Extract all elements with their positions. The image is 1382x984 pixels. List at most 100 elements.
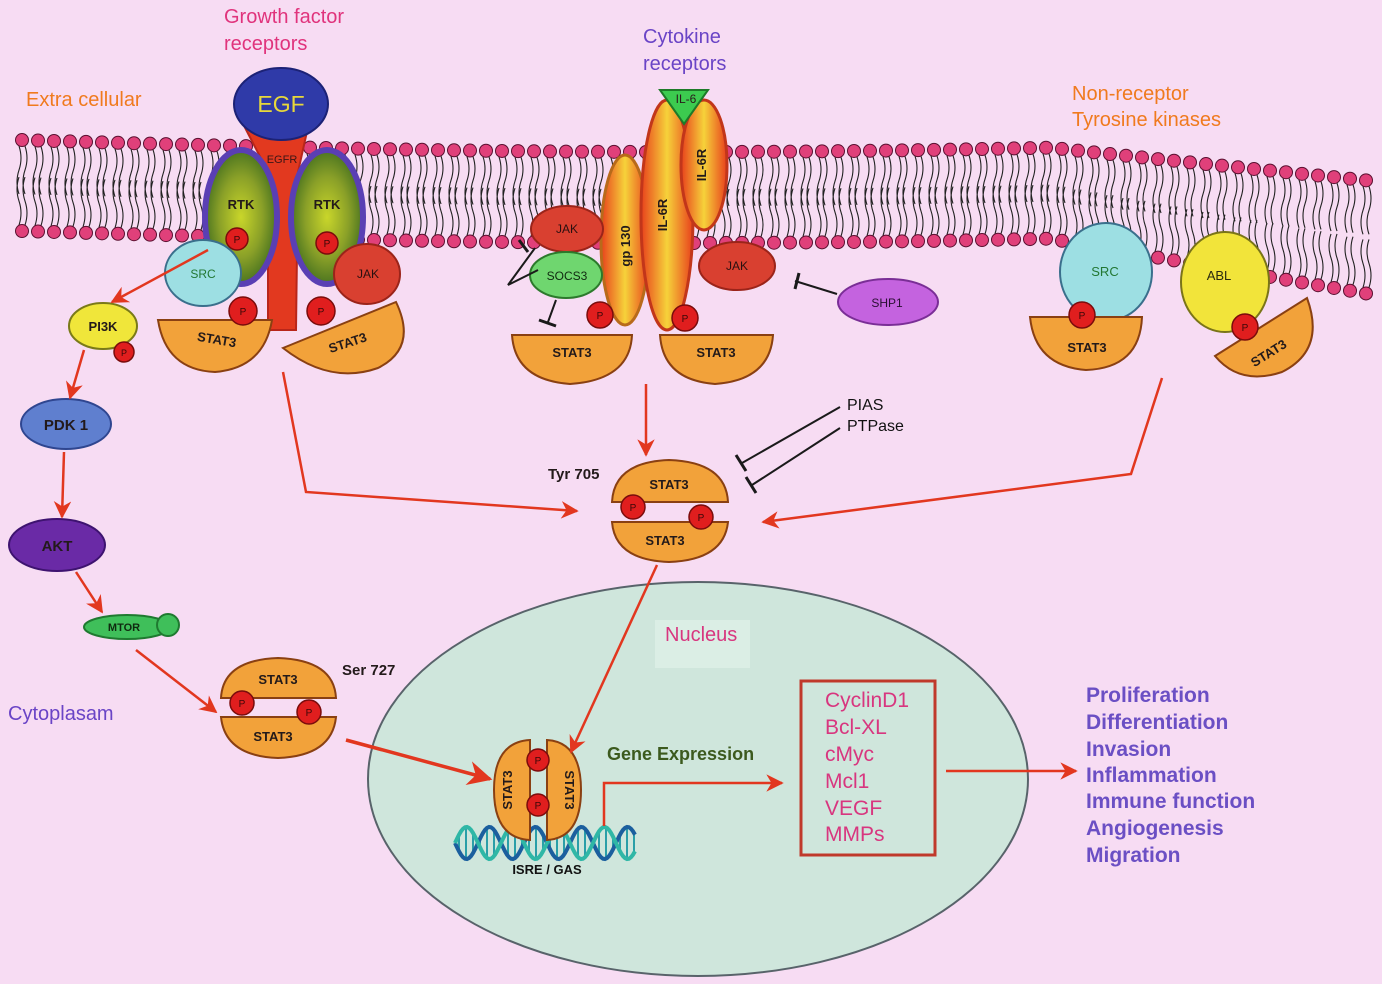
akt-to-mtor-arrow <box>74 571 104 614</box>
lipid-head <box>1311 278 1325 293</box>
stat3-src-label: STAT3 <box>1067 340 1106 355</box>
lipid-tails <box>992 154 1004 234</box>
il6r-receptor-b <box>679 98 729 232</box>
stat3-growth-left <box>156 319 274 374</box>
lipid-head <box>959 142 973 157</box>
lipid-head <box>15 133 29 148</box>
non-receptor-header-line2: Tyrosine kinases <box>1072 109 1221 131</box>
lipid-head <box>879 143 893 158</box>
lipid-head <box>1231 160 1245 175</box>
lipid-head <box>1023 232 1037 247</box>
target-genes-list: CyclinD1 Bcl-XL cMyc Mcl1 VEGF MMPs <box>825 689 909 846</box>
target-gene: Bcl-XL <box>825 716 887 739</box>
lipid-head <box>463 143 477 158</box>
cytokine-header-line2: receptors <box>643 53 726 75</box>
stat3-growth-right <box>281 300 405 375</box>
lipid-head <box>431 143 445 158</box>
dimer-ser-top <box>219 656 338 699</box>
lipid-head <box>783 144 797 159</box>
dimer-ser-bottom-label: STAT3 <box>253 729 292 744</box>
outcome-item: Invasion <box>1086 738 1171 761</box>
rtk-left-label: RTK <box>228 197 255 212</box>
lipid-head <box>1263 163 1277 178</box>
tyr705-label: Tyr 705 <box>548 466 599 483</box>
phospho-label: P <box>306 708 313 719</box>
lipid-head <box>111 135 125 150</box>
dna-strand <box>453 824 637 862</box>
lipid-head <box>1039 140 1053 155</box>
dimer-ser-top-label: STAT3 <box>258 672 297 687</box>
lipid-tails <box>64 147 76 227</box>
lipid-head <box>863 143 877 158</box>
lipid-head <box>879 234 893 249</box>
lipid-tails <box>96 148 108 228</box>
lipid-head <box>479 234 493 249</box>
dimer-tyr-top-label: STAT3 <box>649 477 688 492</box>
lipid-tails <box>1040 153 1052 233</box>
lipid-head <box>1183 155 1197 170</box>
ptpase-label: PTPase <box>847 418 904 435</box>
gene-expression-label: Gene Expression <box>607 744 754 764</box>
lipid-head <box>591 144 605 159</box>
lipid-head <box>95 226 109 241</box>
rtk-right-label: RTK <box>314 197 341 212</box>
shp1-label: SHP1 <box>871 296 903 310</box>
lipid-tails <box>1152 164 1164 252</box>
phospho-circle <box>1068 301 1096 329</box>
lipid-tails <box>160 149 172 230</box>
lipid-tails <box>1136 163 1148 250</box>
lipid-head <box>751 144 765 159</box>
lipid-head <box>383 233 397 248</box>
lipid-tails <box>768 157 780 237</box>
phospho-circle <box>296 699 322 725</box>
target-gene: cMyc <box>825 743 874 766</box>
lipid-head <box>735 144 749 159</box>
nonreceptor-complex: SRC ABL STAT3 STAT3 P P <box>1028 222 1314 378</box>
lipid-head <box>415 142 429 157</box>
lipid-tails <box>1024 153 1036 234</box>
lipid-head <box>1359 286 1373 301</box>
lipid-head <box>1135 150 1149 165</box>
lipid-head <box>831 144 845 159</box>
lipid-tails <box>464 156 476 236</box>
lipid-tails <box>1360 186 1372 288</box>
lipid-tails <box>48 146 60 227</box>
target-genes-box <box>799 679 937 857</box>
dna-stat3-right-label: STAT3 <box>562 770 577 809</box>
lipid-head <box>351 141 365 156</box>
stat3-abl <box>1213 296 1314 378</box>
lipid-head <box>143 227 157 242</box>
dimer-tyr-bottom <box>610 521 730 564</box>
lipid-head <box>31 133 45 148</box>
lipid-tails <box>1120 161 1132 247</box>
stat3-src <box>1028 316 1144 372</box>
egf-ligand <box>233 67 329 141</box>
lipid-head <box>47 133 61 148</box>
lipid-head <box>543 144 557 159</box>
lipid-head <box>1247 161 1261 176</box>
lipid-tails <box>144 149 156 229</box>
akt-label: AKT <box>42 538 73 555</box>
pi3k-pathway: PI3K P PDK 1 AKT MTOR <box>8 302 180 640</box>
stat3-growth-left-label: STAT3 <box>196 329 237 351</box>
lipid-head <box>479 143 493 158</box>
target-gene: MMPs <box>825 823 885 846</box>
lipid-head <box>975 142 989 157</box>
ser-dimer-to-dna-arrow <box>345 738 493 786</box>
lipid-head <box>1055 233 1069 248</box>
lipid-tails <box>800 157 812 237</box>
lipid-head <box>1087 145 1101 160</box>
target-gene: CyclinD1 <box>825 689 909 712</box>
phospho-label: P <box>682 314 689 325</box>
lipid-head <box>207 138 221 153</box>
dna-stat3-left-label: STAT3 <box>500 770 515 809</box>
lipid-head <box>575 144 589 159</box>
lipid-head <box>79 134 93 149</box>
lipid-head <box>1343 283 1357 298</box>
lipid-tails <box>432 155 444 236</box>
ptpase-inhibition-bar <box>744 476 758 494</box>
phospho-label: P <box>234 235 241 246</box>
lipid-head <box>911 143 925 158</box>
lipid-tails <box>864 156 876 236</box>
